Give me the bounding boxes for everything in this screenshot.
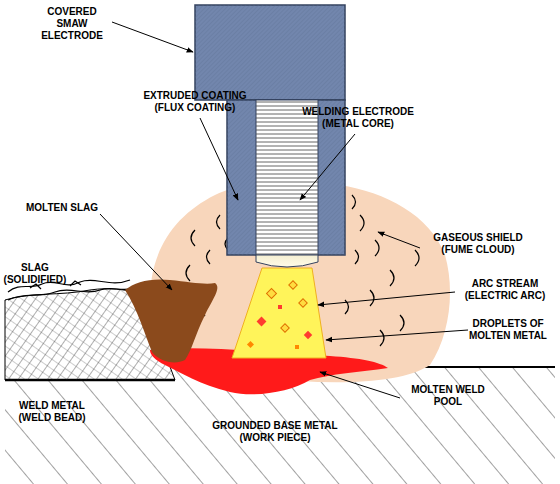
callout-label: GROUNDED BASE METAL (WORK PIECE) [200,420,350,444]
leader-lines [100,22,468,398]
electrode-holder-end [195,5,345,100]
callout-label: DROPLETS OF MOLTEN METAL [467,318,549,342]
molten-slag [125,279,217,362]
callout-label: COVERED SMAW ELECTRODE [36,6,108,42]
callout-label: MOLTEN WELD POOL [406,384,490,408]
callout-label: SLAG (SOLIDIFIED) [3,262,67,286]
callout-label: WELDING ELECTRODE (METAL CORE) [296,106,420,130]
callout-label: ARC STREAM (ELECTRIC ARC) [457,278,553,302]
callout-label: EXTRUDED COATING (FLUX COATING) [133,90,257,114]
metal-core [256,100,318,255]
callout-label: MOLTEN SLAG [16,202,108,214]
callout-label: WELD METAL (WELD BEAD) [10,400,94,424]
droplets [247,281,312,349]
callout-label: GASEOUS SHIELD (FUME CLOUD) [426,232,530,256]
electric-arc [232,268,326,358]
